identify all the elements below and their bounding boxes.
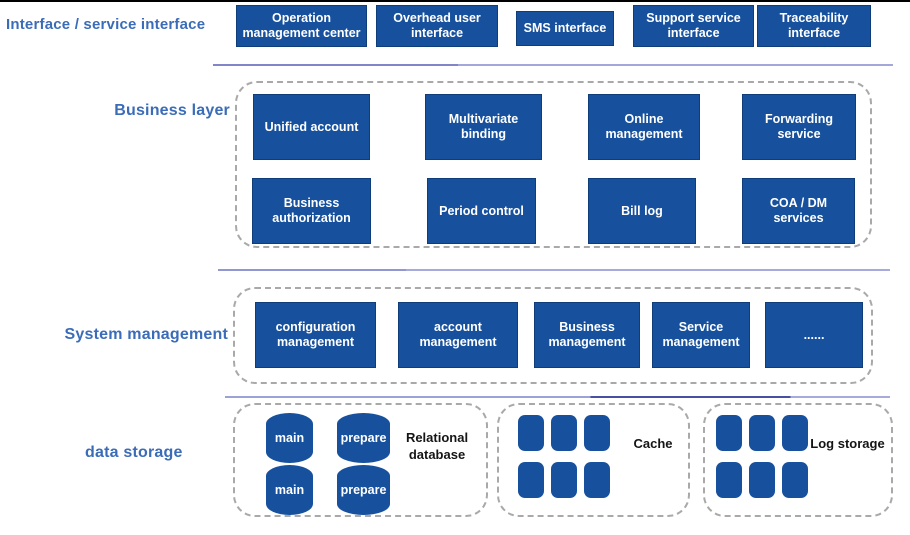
- system-management-label: System management: [64, 326, 228, 343]
- business-box-online-management: Online management: [588, 94, 700, 160]
- system-box-service-management: Service management: [652, 302, 750, 368]
- business-layer-label: Business layer: [114, 102, 230, 119]
- cache-block: [551, 415, 577, 451]
- system-box-business-management: Business management: [534, 302, 640, 368]
- separator-line-3: [225, 396, 890, 398]
- separator-line-2: [218, 269, 890, 271]
- log-storage-block: [716, 462, 742, 498]
- database-cylinder-main-2: main: [266, 465, 313, 515]
- interface-layer-label: Interface / service interface: [6, 16, 206, 33]
- relational-database-caption: Relational database: [405, 430, 469, 462]
- separator-line-1: [213, 64, 893, 66]
- log-storage-block: [716, 415, 742, 451]
- cache-block: [551, 462, 577, 498]
- log-storage-container: [703, 403, 893, 517]
- cache-caption: Cache: [633, 436, 673, 451]
- cache-block: [518, 415, 544, 451]
- system-box-account-management: account management: [398, 302, 518, 368]
- relational-database-container: [233, 403, 488, 517]
- interface-box-support-service-interface: Support service interface: [633, 5, 754, 47]
- business-box-business-authorization: Business authorization: [252, 178, 371, 244]
- interface-box-operation-management-center: Operation management center: [236, 5, 367, 47]
- database-cylinder-prepare-1: prepare: [337, 413, 390, 463]
- log-storage-caption: Log storage: [810, 436, 885, 451]
- log-storage-block: [782, 462, 808, 498]
- cache-container: [497, 403, 690, 517]
- system-box-configuration-management: configuration management: [255, 302, 376, 368]
- cache-block: [584, 462, 610, 498]
- system-box-ellipsis: ......: [765, 302, 863, 368]
- business-box-unified-account: Unified account: [253, 94, 370, 160]
- log-storage-block: [749, 462, 775, 498]
- log-storage-block: [782, 415, 808, 451]
- interface-box-traceability-interface: Traceability interface: [757, 5, 871, 47]
- business-box-period-control: Period control: [427, 178, 536, 244]
- business-box-multivariate-binding: Multivariate binding: [425, 94, 542, 160]
- business-box-forwarding-service: Forwarding service: [742, 94, 856, 160]
- top-border-rule: [0, 0, 910, 2]
- system-management-container: [233, 287, 873, 384]
- business-box-bill-log: Bill log: [588, 178, 696, 244]
- business-box-coa-dm-services: COA / DM services: [742, 178, 855, 244]
- business-layer-container: [235, 81, 872, 248]
- interface-box-sms-interface: SMS interface: [516, 11, 614, 46]
- cache-block: [518, 462, 544, 498]
- log-storage-block: [749, 415, 775, 451]
- database-cylinder-prepare-2: prepare: [337, 465, 390, 515]
- database-cylinder-main-1: main: [266, 413, 313, 463]
- interface-box-overhead-user-interface: Overhead user interface: [376, 5, 498, 47]
- data-storage-label: data storage: [85, 444, 183, 461]
- cache-block: [584, 415, 610, 451]
